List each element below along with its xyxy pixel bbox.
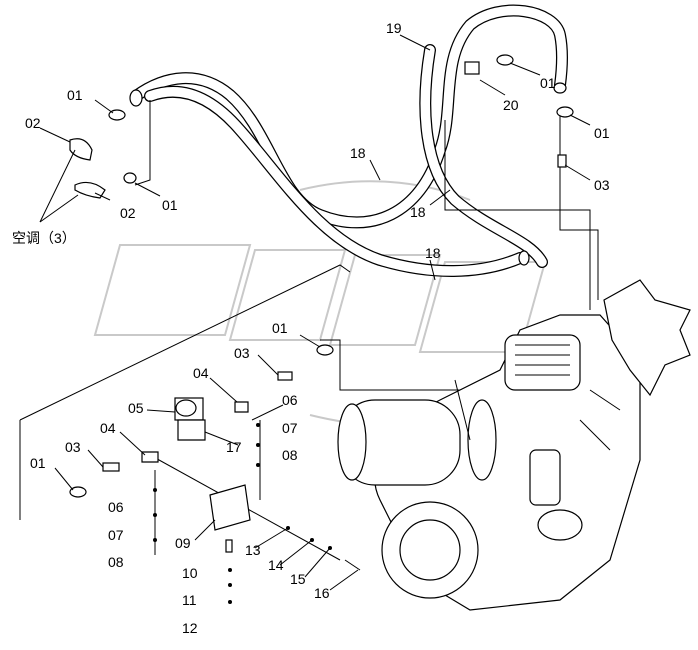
callout-01: 01	[30, 455, 46, 471]
group-label: 空调（3）	[12, 230, 76, 246]
callout-01: 01	[594, 125, 610, 141]
callout-04: 04	[193, 365, 209, 381]
callout-06: 06	[108, 499, 124, 515]
callout-01: 01	[67, 87, 83, 103]
callout-18: 18	[410, 204, 426, 220]
callout-02: 02	[120, 205, 136, 221]
callout-19: 19	[386, 20, 402, 36]
callout-05: 05	[128, 400, 144, 416]
callout-03: 03	[594, 177, 610, 193]
callout-07: 07	[282, 420, 298, 436]
callout-13: 13	[245, 542, 261, 558]
callout-20: 20	[503, 97, 519, 113]
callout-12: 12	[182, 620, 198, 636]
callout-08: 08	[108, 554, 124, 570]
callout-08: 08	[282, 447, 298, 463]
callout-01: 01	[162, 197, 178, 213]
callout-04: 04	[100, 420, 116, 436]
callout-01: 01	[540, 75, 556, 91]
engine-illustration	[337, 279, 691, 611]
leader-lines	[39, 34, 591, 591]
hose-assembly	[129, 4, 568, 277]
callout-06: 06	[282, 392, 298, 408]
callout-03: 03	[234, 345, 250, 361]
callout-18: 18	[350, 145, 366, 161]
callout-07: 07	[108, 527, 124, 543]
callout-labels: 01 02 02 01 19 01 20 01 03 18 18 18 01 0…	[12, 20, 610, 636]
callout-09: 09	[175, 535, 191, 551]
callout-02: 02	[25, 115, 41, 131]
callout-17: 17	[226, 439, 242, 455]
callout-10: 10	[182, 565, 198, 581]
callout-11: 11	[182, 592, 197, 608]
callout-01: 01	[272, 320, 288, 336]
callout-16: 16	[314, 585, 330, 601]
callout-15: 15	[290, 571, 306, 587]
callout-18: 18	[425, 245, 441, 261]
callout-14: 14	[268, 557, 284, 573]
callout-03: 03	[65, 439, 81, 455]
